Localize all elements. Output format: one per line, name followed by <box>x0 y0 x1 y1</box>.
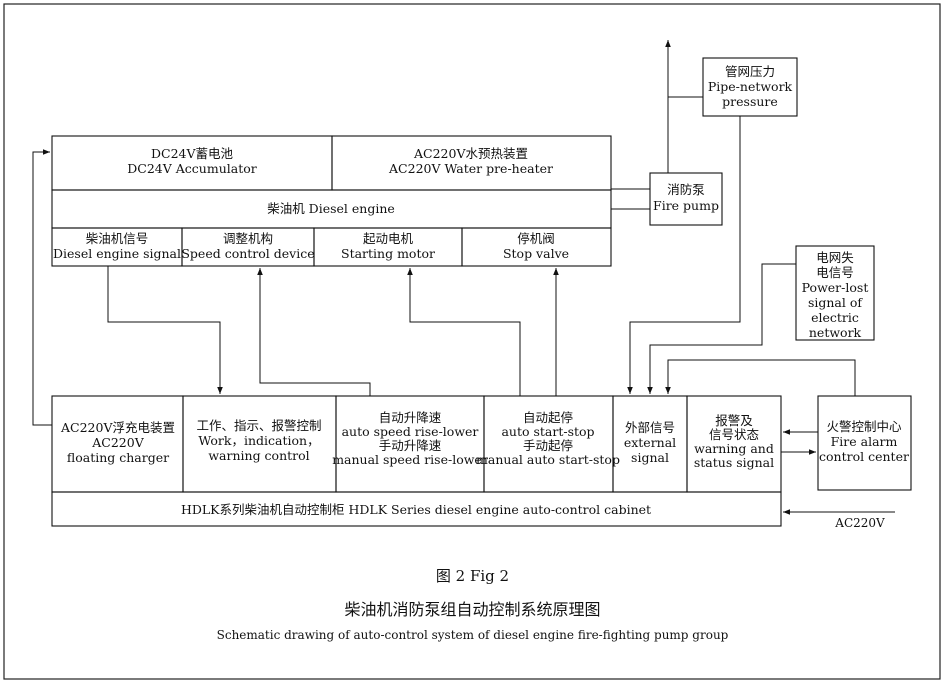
connector-powerlost-external <box>647 263 796 394</box>
connector-engine-signal <box>107 266 223 394</box>
connector-starting-motor <box>407 268 521 396</box>
label-ac220v-input: AC220V <box>834 516 885 530</box>
label-line: auto start-stop <box>501 424 594 439</box>
label-line: control center <box>819 449 909 464</box>
label-line: AC220V <box>91 435 144 450</box>
label-line: electric <box>811 310 859 325</box>
figure-number: 图 2 Fig 2 <box>435 567 510 585</box>
label-line: Starting motor <box>341 246 435 261</box>
label-line: pressure <box>722 94 778 109</box>
label-line: Fire pump <box>653 198 719 213</box>
label-line: Work，indication， <box>198 433 319 448</box>
label-line: 工作、指示、报警控制 <box>196 418 321 433</box>
label-line: AC220V Water pre-heater <box>388 161 553 176</box>
figure-title-en: Schematic drawing of auto-control system… <box>216 628 729 642</box>
label-line: Power-lost <box>802 280 869 295</box>
label-line: warning and <box>694 441 774 456</box>
label-line: external <box>624 435 676 450</box>
label-line: 调整机构 <box>223 231 273 246</box>
label-line: 信号状态 <box>709 427 759 442</box>
label-line: 火警控制中心 <box>826 419 902 434</box>
label-line: 自动升降速 <box>379 410 442 425</box>
power-lost-box <box>795 245 875 341</box>
label-line: AC220V浮充电装置 <box>60 420 175 435</box>
label-line: 报警及 <box>715 413 753 428</box>
label-line: 电网失 <box>816 250 854 265</box>
outer-frame <box>3 3 941 680</box>
label-line: 起动电机 <box>363 231 414 246</box>
label-line: AC220V水预热装置 <box>413 146 528 161</box>
label-line: 自动起停 <box>523 410 573 425</box>
label-line: auto speed rise-lower <box>342 424 479 439</box>
label-line: network <box>809 325 862 340</box>
label-line: 电信号 <box>816 265 854 280</box>
label-line: warning control <box>208 448 309 463</box>
label-line: Speed control device <box>181 246 314 261</box>
label-line: 停机阀 <box>517 231 555 246</box>
label-line: 柴油机 Diesel engine <box>267 201 395 216</box>
connector-firealarm-external <box>665 359 856 396</box>
label-line: 管网压力 <box>725 64 775 79</box>
label-line: Fire alarm <box>831 434 898 449</box>
label-line: signal <box>631 450 669 465</box>
label-line: Stop valve <box>503 246 569 261</box>
label-line: Pipe-network <box>708 79 793 94</box>
label-line: 手动升降速 <box>379 438 442 453</box>
label-line: DC24V蓄电池 <box>151 146 234 161</box>
fire-alarm-center-box <box>817 395 912 491</box>
label-line: Diesel engine signal <box>53 246 181 261</box>
label-line: floating charger <box>67 450 169 465</box>
connector-pressure-external <box>627 116 741 394</box>
connector-speed-device <box>257 268 371 396</box>
figure-title-cn: 柴油机消防泵组自动控制系统原理图 <box>344 600 601 619</box>
label-line: status signal <box>694 455 774 470</box>
label-line: signal of <box>808 295 863 310</box>
label-line: 柴油机信号 <box>86 231 149 246</box>
connectors <box>32 40 895 515</box>
label-diesel-engine: 柴油机 Diesel engine <box>267 201 395 216</box>
label-line: 手动起停 <box>523 438 573 453</box>
label-line: manual auto start-stop <box>476 452 620 467</box>
cabinet-box <box>51 491 782 527</box>
pipe-pressure-box <box>702 57 798 117</box>
label-cabinet: HDLK系列柴油机自动控制柜 HDLK Series diesel engine… <box>181 502 651 517</box>
fire-pump-box <box>649 172 723 226</box>
label-line: manual speed rise-lower <box>332 452 488 467</box>
label-line: HDLK系列柴油机自动控制柜 HDLK Series diesel engine… <box>181 502 651 517</box>
label-line: DC24V Accumulator <box>127 161 256 176</box>
connector-charger-accumulator <box>32 149 52 426</box>
label-line: 消防泵 <box>667 182 705 197</box>
label-line: 外部信号 <box>625 420 675 435</box>
label-line: AC220V <box>834 516 885 530</box>
stop-valve-box <box>461 227 612 267</box>
